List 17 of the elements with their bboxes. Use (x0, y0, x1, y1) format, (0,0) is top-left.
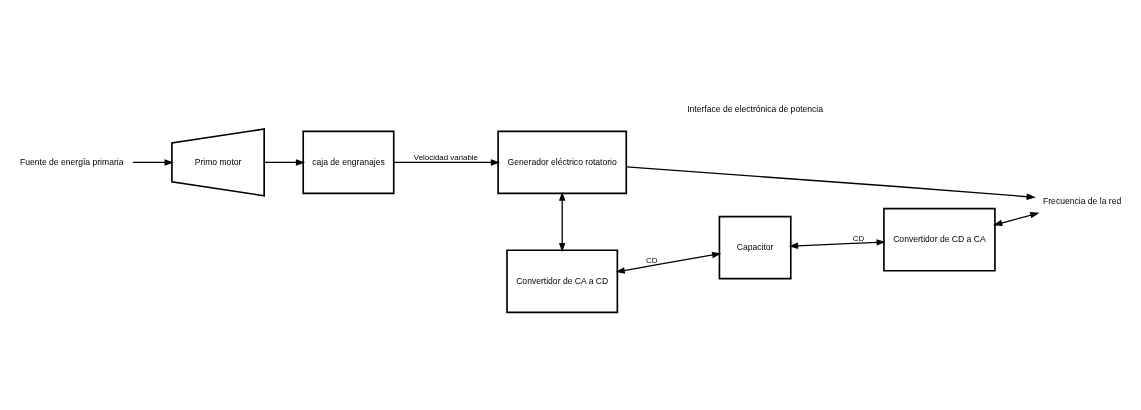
arrow (558, 191, 566, 253)
node-box: Convertidor de CA a CD (506, 249, 619, 314)
node-text: Fuente de energía primaria (20, 156, 124, 167)
arrow (132, 159, 174, 166)
arrow (993, 212, 1040, 227)
arrow (393, 159, 501, 166)
node-text: Frecuencia de la red (1043, 195, 1122, 206)
label: Interface de electrónica de potencia (687, 103, 824, 114)
node-box: Generador eléctrico rotatorio (497, 130, 628, 195)
node-box: Convertidor de CD a CA (883, 207, 996, 272)
node-box: Primo motor (171, 128, 265, 197)
node-box: caja de engranajes (302, 130, 395, 195)
arrow (625, 166, 1036, 200)
node-box: Capacitor (718, 215, 792, 280)
arrow (788, 239, 886, 249)
arrow (263, 159, 306, 166)
arrow (615, 251, 722, 274)
